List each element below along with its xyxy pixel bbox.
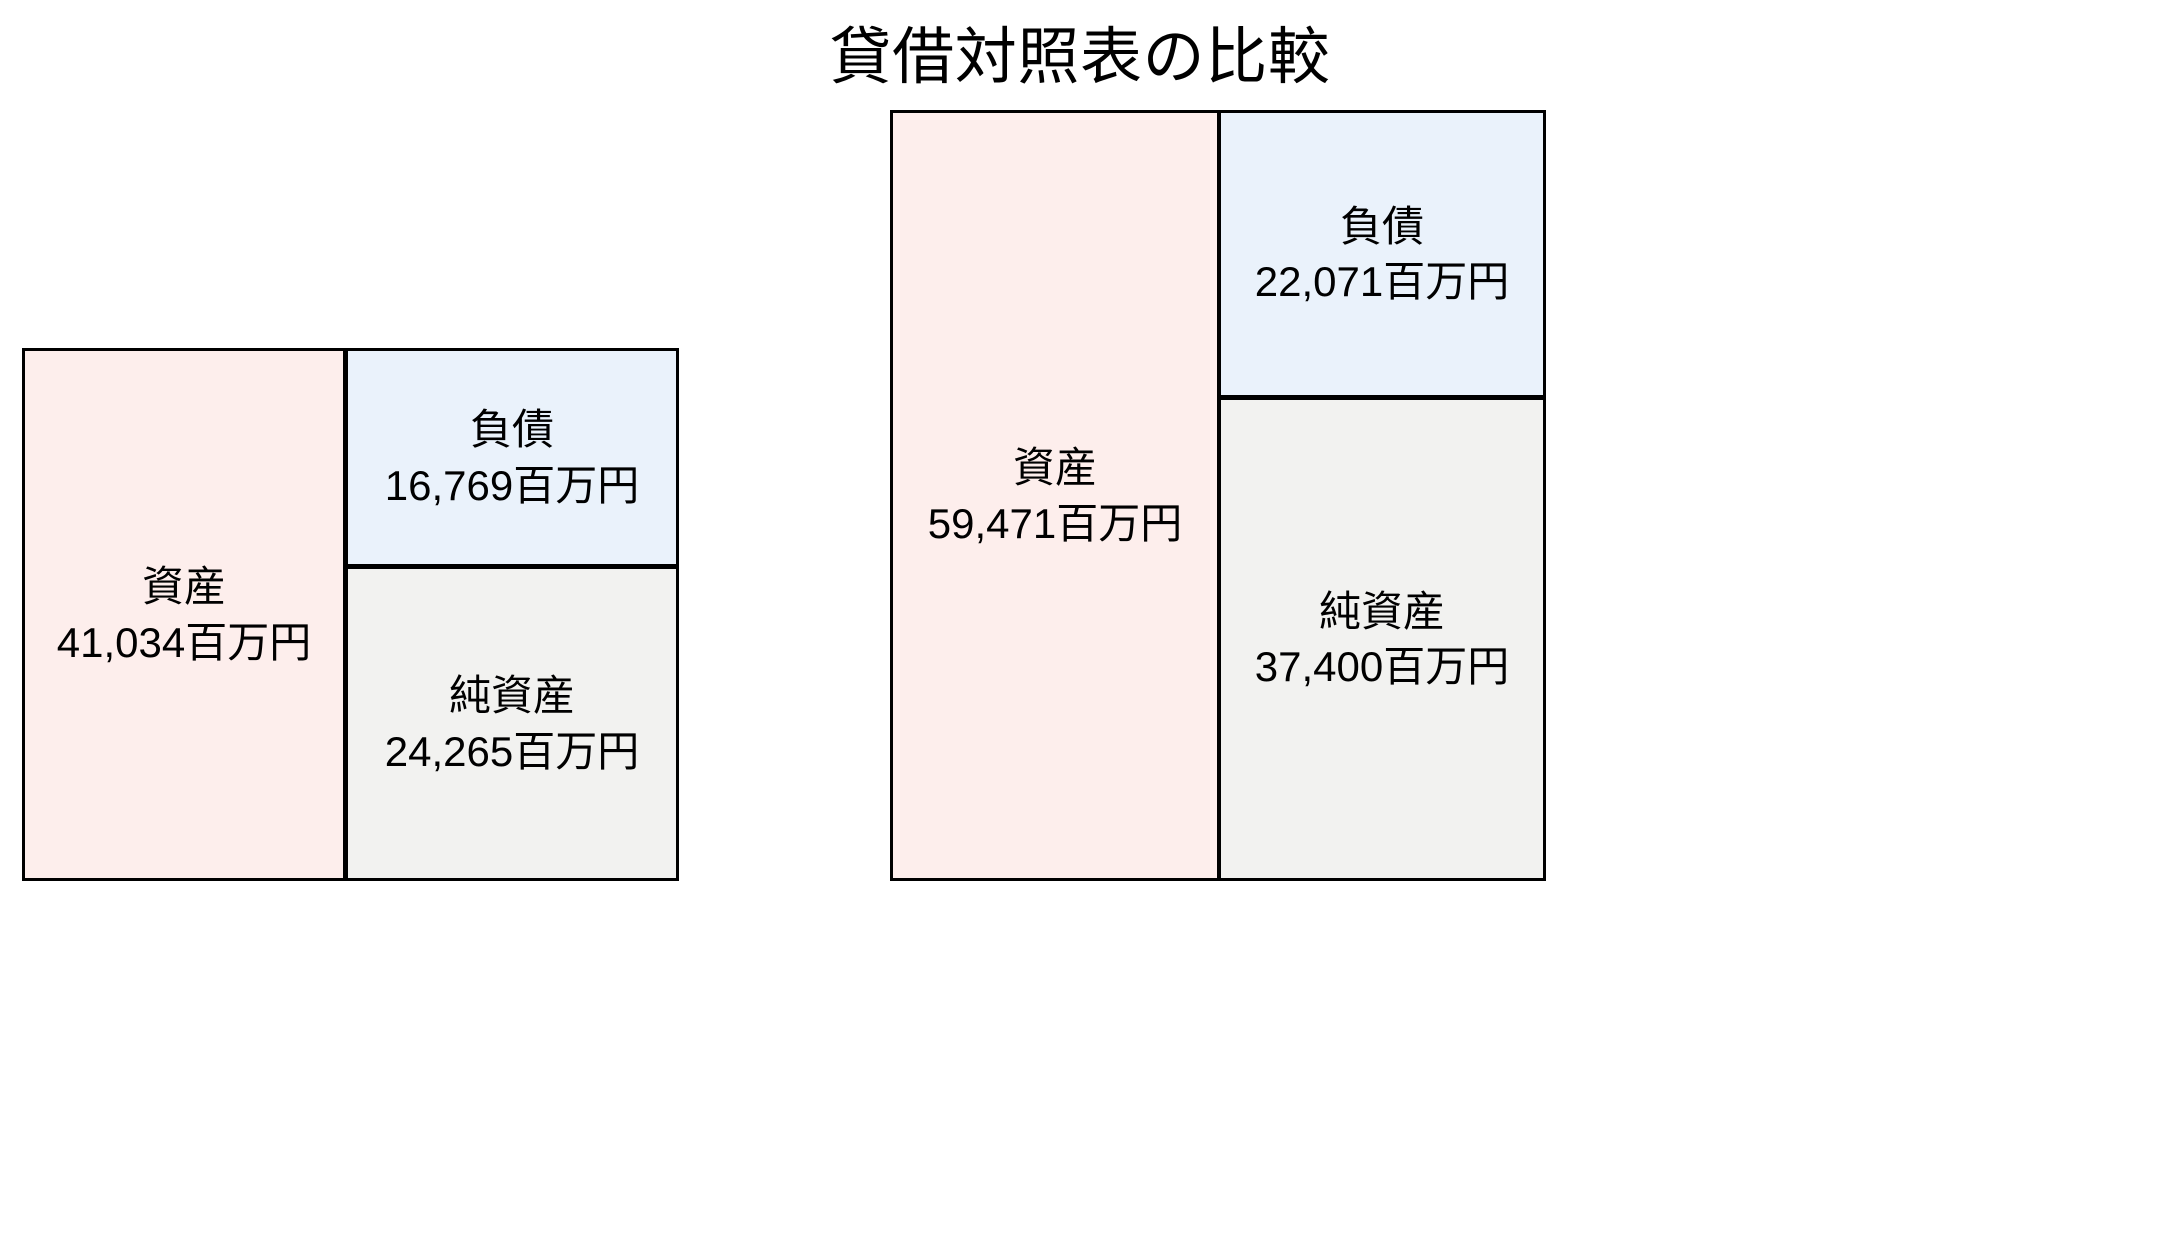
left-liabilities-label: 負債 [469, 406, 554, 454]
right-assets-label: 資産 [1012, 444, 1097, 492]
right-liabilities-label: 負債 [1339, 202, 1424, 250]
left-net-assets-label: 純資産 [448, 672, 575, 720]
right-liabilities-box: 負債 22,071百万円 [1218, 110, 1546, 398]
left-net-assets-amount: 24,265百万円 [384, 727, 640, 775]
left-liabilities-amount: 16,769百万円 [384, 461, 640, 509]
right-net-assets-box: 純資産 37,400百万円 [1218, 397, 1546, 881]
left-liabilities-box: 負債 16,769百万円 [345, 348, 679, 567]
left-assets-box: 資産 41,034百万円 [22, 348, 346, 881]
chart-title: 貸借対照表の比較 [829, 23, 1331, 92]
right-net-assets-label: 純資産 [1318, 587, 1445, 635]
right-liabilities-amount: 22,071百万円 [1254, 258, 1510, 305]
right-assets-amount: 59,471百万円 [927, 499, 1183, 547]
left-assets-amount: 41,034百万円 [56, 618, 312, 666]
right-assets-box: 資産 59,471百万円 [890, 110, 1220, 881]
left-assets-label: 資産 [141, 563, 226, 611]
right-net-assets-amount: 37,400百万円 [1254, 643, 1510, 690]
left-net-assets-box: 純資産 24,265百万円 [345, 566, 679, 881]
